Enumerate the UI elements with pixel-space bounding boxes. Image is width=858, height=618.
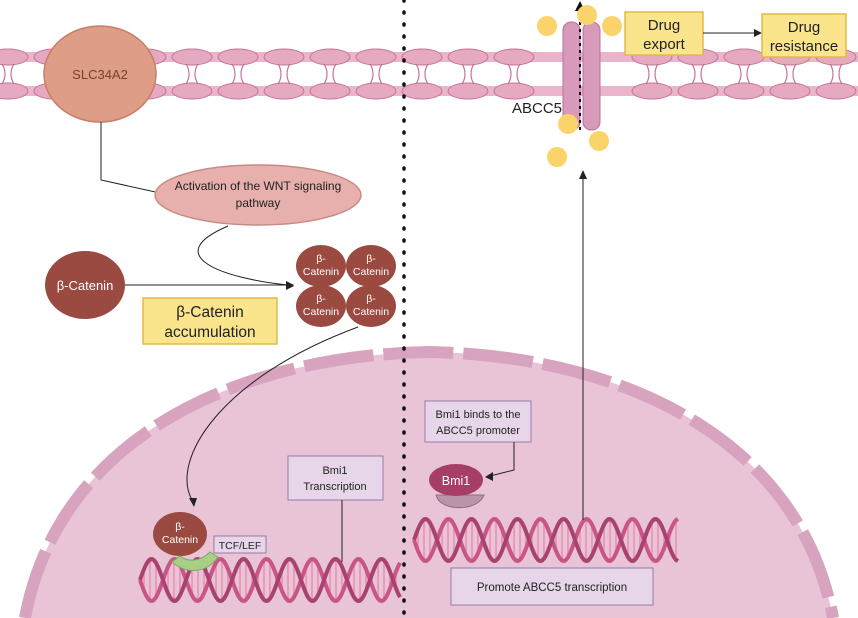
svg-text:Catenin: Catenin bbox=[353, 306, 389, 318]
arrow-wnt-to-cluster bbox=[197, 225, 289, 286]
cluster-catenin: β- Catenin bbox=[346, 285, 396, 327]
drug-molecule bbox=[558, 114, 578, 134]
cluster-catenin: β- Catenin bbox=[346, 245, 396, 287]
drug-molecule bbox=[547, 147, 567, 167]
drug-export-box: Drug export bbox=[624, 11, 704, 56]
accumulation-line2: accumulation bbox=[164, 324, 255, 341]
dna-helix-right bbox=[412, 516, 680, 564]
abcc5-label: ABCC5 bbox=[512, 100, 562, 117]
arrowhead bbox=[754, 29, 762, 37]
drug-export-line2: export bbox=[643, 36, 686, 53]
drug-resistance-line1: Drug bbox=[788, 19, 821, 36]
svg-text:β-: β- bbox=[316, 253, 326, 265]
accumulation-line1: β-Catenin bbox=[176, 304, 244, 321]
arrowhead bbox=[485, 472, 493, 481]
svg-text:β-: β- bbox=[316, 293, 326, 305]
bmi1-transcription-line2: Transcription bbox=[303, 481, 366, 493]
arrow-cluster-to-nucleus bbox=[186, 326, 359, 501]
svg-text:Catenin: Catenin bbox=[303, 306, 339, 318]
bmi1-label: Bmi1 bbox=[442, 474, 471, 488]
drug-molecules bbox=[537, 5, 622, 167]
drug-export-line1: Drug bbox=[648, 17, 681, 34]
arrow-binds-to-bmi1 bbox=[489, 442, 515, 477]
arrow-slc-to-wnt bbox=[100, 122, 161, 194]
nucleus bbox=[19, 345, 839, 618]
bmi1-binds-box: Bmi1 binds to the ABCC5 promoter bbox=[424, 400, 532, 443]
tcf-lef-label: TCF/LEF bbox=[219, 540, 262, 552]
beta-catenin-label: β-Catenin bbox=[57, 278, 114, 293]
drug-molecule bbox=[577, 5, 597, 25]
wnt-label-line1: Activation of the WNT signaling bbox=[175, 179, 342, 193]
beta-catenin-cluster: β- Catenin β- Catenin β- Catenin β- Cate… bbox=[296, 245, 396, 327]
arrowhead bbox=[579, 170, 587, 179]
tcf-lef-box: TCF/LEF bbox=[213, 535, 267, 554]
wnt-activation-node: Activation of the WNT signaling pathway bbox=[154, 164, 362, 226]
slc34a2-protein: SLC34A2 bbox=[43, 25, 157, 123]
drug-resistance-box: Drug resistance bbox=[761, 13, 847, 58]
svg-text:Catenin: Catenin bbox=[162, 534, 198, 546]
dna-helix-left bbox=[138, 556, 402, 604]
bmi1-binds-line2: ABCC5 promoter bbox=[436, 425, 520, 437]
bmi1-binds-line1: Bmi1 binds to the bbox=[436, 409, 521, 421]
svg-text:Catenin: Catenin bbox=[353, 266, 389, 278]
promote-transcription-label: Promote ABCC5 transcription bbox=[477, 582, 627, 594]
accumulation-box: β-Catenin accumulation bbox=[142, 297, 278, 345]
promote-transcription-box: Promote ABCC5 transcription bbox=[450, 567, 654, 606]
svg-text:β-: β- bbox=[175, 521, 185, 533]
slc34a2-label: SLC34A2 bbox=[72, 67, 128, 82]
drug-molecule bbox=[589, 131, 609, 151]
nuclear-beta-catenin: β- Catenin bbox=[153, 512, 207, 556]
arrowhead bbox=[286, 281, 294, 289]
cluster-catenin: β- Catenin bbox=[296, 285, 346, 327]
svg-text:β-: β- bbox=[366, 253, 376, 265]
bmi1-protein: Bmi1 bbox=[429, 464, 485, 509]
bmi1-transcription-box: Bmi1 Transcription bbox=[287, 455, 384, 501]
bmi1-transcription-line1: Bmi1 bbox=[322, 465, 347, 477]
beta-catenin-single: β-Catenin bbox=[45, 251, 125, 319]
cluster-catenin: β- Catenin bbox=[296, 245, 346, 287]
wnt-label-line2: pathway bbox=[236, 196, 281, 210]
drug-molecule bbox=[602, 16, 622, 36]
svg-text:Catenin: Catenin bbox=[303, 266, 339, 278]
drug-molecule bbox=[537, 16, 557, 36]
svg-text:β-: β- bbox=[366, 293, 376, 305]
arrowhead bbox=[189, 498, 197, 507]
tcf-lef-factor bbox=[171, 551, 219, 571]
drug-resistance-line2: resistance bbox=[770, 38, 838, 55]
